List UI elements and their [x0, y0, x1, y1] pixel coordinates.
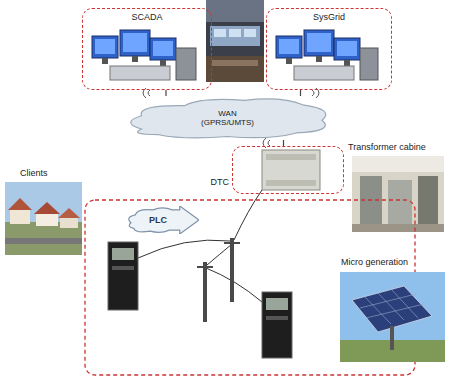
control-room-photo [206, 0, 264, 82]
solar-photo [340, 272, 445, 362]
clients-photo [5, 182, 82, 255]
system-box: SysGrid [266, 8, 392, 90]
scada-computers [92, 30, 196, 80]
sysgrid-computers [276, 30, 378, 80]
caption-label: Clients [20, 169, 48, 179]
node-label: SCADA [83, 12, 211, 22]
dtc-device [262, 150, 320, 190]
wireless-link [300, 90, 301, 96]
node-label: SysGrid [267, 12, 391, 22]
caption-label: Transformer cabine [348, 143, 426, 153]
system-box: SCADA [82, 8, 212, 90]
meters [108, 242, 292, 358]
node-label: DTC [211, 177, 230, 187]
plc-cloud: PLC [125, 206, 199, 234]
network-cloud: WAN (GPRS/UMTS) [120, 96, 335, 140]
wireless-link [165, 90, 166, 96]
caption-label: Micro generation [341, 258, 408, 268]
transformer-cabin-photo [352, 156, 444, 232]
node-label: WAN (GPRS/UMTS) [196, 109, 260, 127]
node-label: PLC [149, 215, 167, 225]
device-box: DTC [232, 146, 344, 194]
